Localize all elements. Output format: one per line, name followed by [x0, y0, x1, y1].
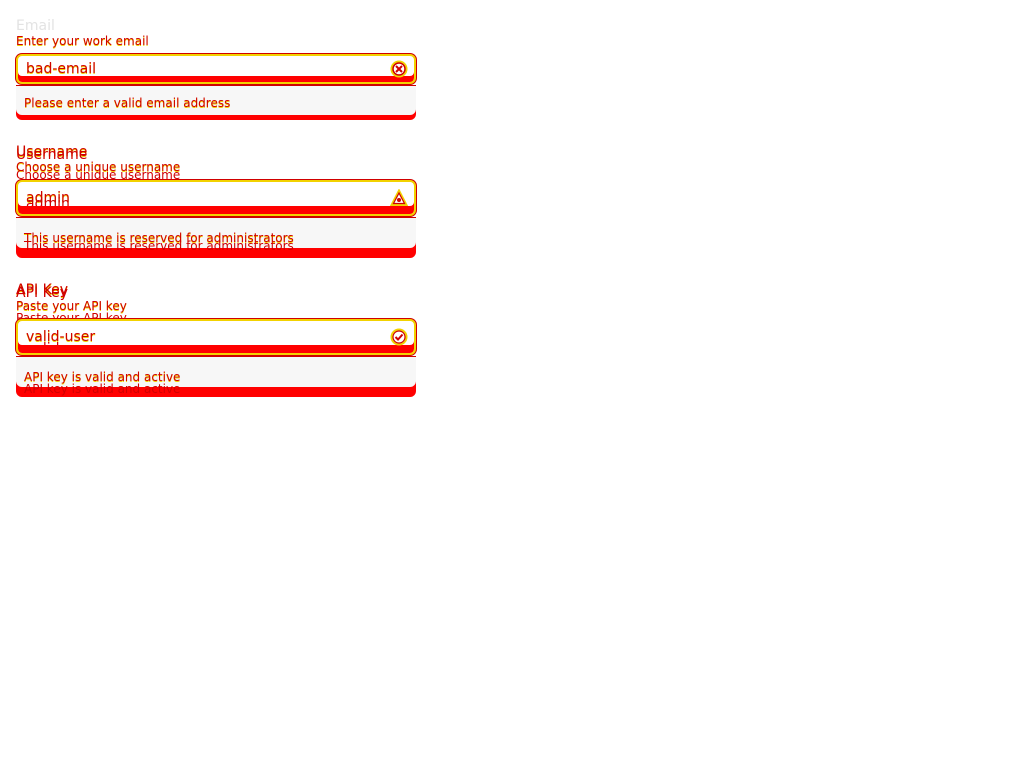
- api-key-hint: Paste your API key: [16, 299, 127, 313]
- success-check-icon: [390, 328, 408, 346]
- email-error-message: Please enter a valid email address: [16, 86, 416, 120]
- warning-triangle-icon: [390, 189, 408, 206]
- api-key-input-wrapper: [16, 319, 416, 355]
- validation-form: Email Enter your work email Please enter…: [16, 18, 416, 397]
- api-key-label: API Key: [16, 282, 68, 298]
- email-input-wrapper: [16, 54, 416, 84]
- error-x-icon: [390, 60, 408, 78]
- username-hint: Choose a unique username: [16, 160, 181, 174]
- api-key-success-text: API key is valid and active: [24, 370, 181, 384]
- api-key-field-group: API Key Paste your API key API key is va…: [16, 282, 416, 397]
- email-label: Email: [16, 18, 55, 34]
- email-hint: Enter your work email: [16, 34, 149, 48]
- email-error-text: Please enter a valid email address: [24, 96, 231, 110]
- username-field-group: Username Choose a unique username This u…: [16, 144, 416, 258]
- username-warning-message: This username is reserved for administra…: [16, 218, 416, 258]
- username-input-wrapper: [16, 180, 416, 216]
- email-input[interactable]: [26, 61, 366, 77]
- api-key-success-message: API key is valid and active: [16, 357, 416, 397]
- username-label: Username: [16, 144, 88, 160]
- api-key-input[interactable]: [26, 329, 366, 345]
- username-warning-text: This username is reserved for administra…: [24, 231, 294, 245]
- email-field-group: Email Enter your work email Please enter…: [16, 18, 416, 120]
- username-input[interactable]: [26, 190, 366, 206]
